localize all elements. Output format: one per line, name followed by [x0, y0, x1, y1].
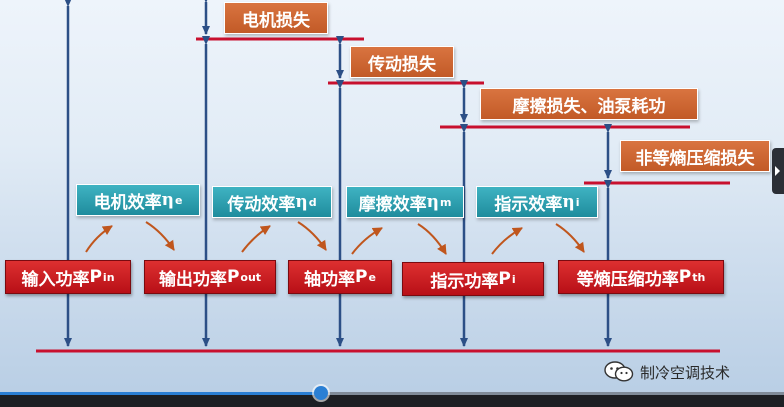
efficiency-motor-sub: e: [174, 193, 183, 207]
power-indicated-symbol: P: [498, 269, 511, 289]
curved-arrow-up-4: [491, 227, 523, 255]
efficiency-friction-sub: m: [439, 195, 452, 209]
power-indicated-sub: i: [511, 272, 516, 286]
progress-knob[interactable]: [314, 386, 328, 400]
progress-track[interactable]: [0, 392, 784, 395]
eta-symbol: η: [562, 192, 575, 212]
power-output-symbol: P: [226, 267, 240, 287]
loss-label-non-isentropic-text: 非等熵压缩损失: [635, 148, 755, 169]
efficiency-motor-text: 电机效率: [93, 192, 162, 213]
watermark-text: 制冷空调技术: [640, 363, 731, 382]
player-control-bar: [0, 394, 784, 407]
power-output-sub: out: [240, 270, 262, 284]
eta-symbol: η: [295, 192, 308, 212]
wechat-icon: [604, 361, 634, 383]
curved-arrow-up-1: [85, 225, 113, 253]
power-output-text: 输出功率: [158, 269, 227, 290]
power-shaft-text: 轴功率: [304, 269, 356, 290]
curved-arrow-down-4: [555, 223, 585, 253]
power-isentropic-text: 等熵压缩功率: [576, 269, 679, 290]
power-isentropic-symbol: P: [678, 267, 692, 287]
power-indicated-text: 指示功率: [430, 271, 499, 292]
curved-arrow-up-3: [351, 227, 383, 255]
curved-arrow-up-2: [241, 225, 271, 253]
next-slide-tab[interactable]: [772, 148, 784, 194]
loss-label-motor-text: 电机损失: [242, 10, 310, 31]
curved-arrow-down-3: [417, 223, 447, 255]
efficiency-indicated-text: 指示效率: [494, 194, 563, 215]
loss-label-friction-text: 摩擦损失、油泵耗功: [512, 96, 666, 117]
power-input-text: 输入功率: [21, 269, 90, 290]
eta-symbol: η: [161, 190, 174, 210]
loss-label-motor: 电机损失: [224, 2, 328, 34]
curved-arrow-down-1: [145, 221, 175, 251]
efficiency-indicated-sub: i: [575, 195, 580, 209]
efficiency-transmission-sub: d: [308, 195, 317, 209]
loss-label-non-isentropic: 非等熵压缩损失: [620, 140, 770, 172]
power-input-sub: in: [102, 270, 115, 284]
eta-symbol: η: [426, 192, 439, 212]
loss-label-transmission: 传动损失: [350, 46, 454, 78]
progress-fill: [0, 392, 321, 395]
watermark: 制冷空调技术: [604, 360, 730, 384]
power-shaft-symbol: P: [355, 267, 368, 287]
power-isentropic-sub: th: [692, 270, 706, 284]
loss-label-friction: 摩擦损失、油泵耗功: [480, 88, 698, 120]
curved-arrow-down-2: [297, 221, 327, 251]
power-shaft-sub: e: [368, 270, 376, 284]
power-input-symbol: P: [89, 267, 102, 287]
efficiency-transmission-text: 传动效率: [227, 194, 296, 215]
efficiency-friction-text: 摩擦效率: [358, 194, 427, 215]
loss-label-transmission-text: 传动损失: [368, 54, 436, 75]
